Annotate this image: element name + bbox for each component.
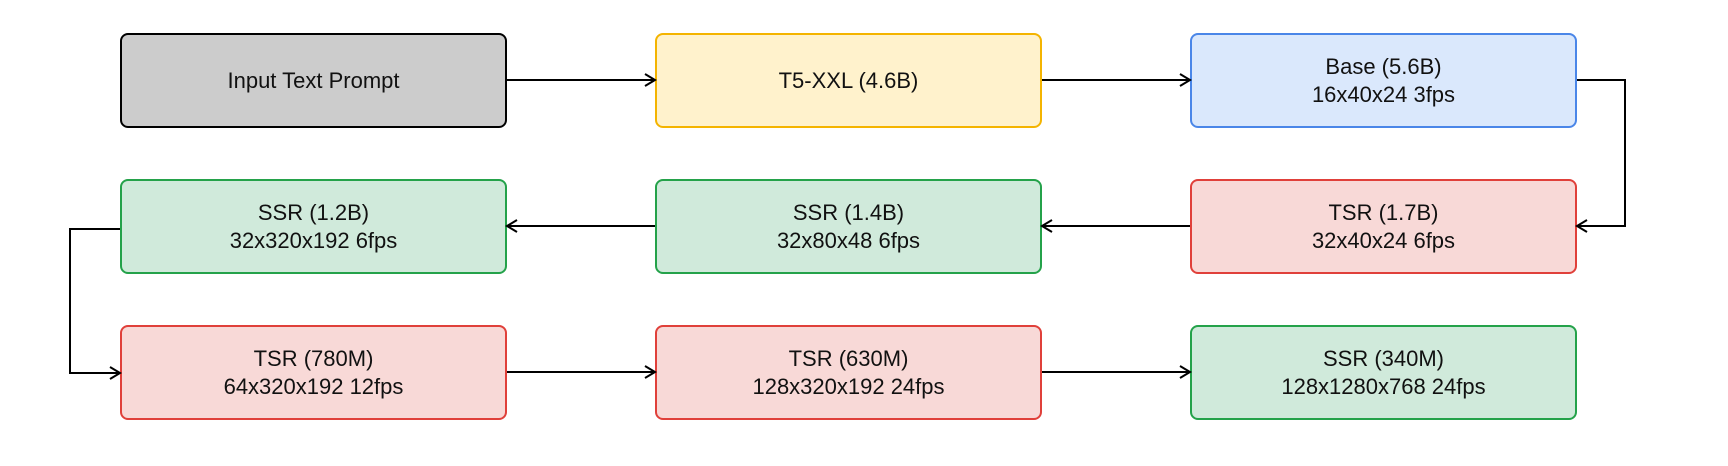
node-base-model: Base (5.6B) 16x40x24 3fps <box>1190 33 1577 128</box>
arrow-ssr-1-4b-to-ssr-1-2b <box>505 219 655 233</box>
node-resolution: 128x1280x768 24fps <box>1281 373 1486 399</box>
node-ssr-1-4b: SSR (1.4B) 32x80x48 6fps <box>655 179 1042 274</box>
node-label: SSR (340M) <box>1322 345 1445 371</box>
node-label: TSR (630M) <box>788 345 909 371</box>
node-input-text-prompt: Input Text Prompt <box>120 33 507 128</box>
node-resolution: 32x320x192 6fps <box>229 227 398 253</box>
node-resolution: 128x320x192 24fps <box>752 373 945 399</box>
node-label: SSR (1.2B) <box>257 199 370 225</box>
node-resolution: 16x40x24 3fps <box>1311 81 1456 107</box>
node-resolution: 32x80x48 6fps <box>776 227 921 253</box>
arrow-ssr-1-2b-to-tsr-780m <box>69 228 122 380</box>
node-label: SSR (1.4B) <box>792 199 905 225</box>
node-t5-xxl: T5-XXL (4.6B) <box>655 33 1042 128</box>
arrow-tsr-780m-to-tsr-630m <box>507 365 657 379</box>
node-label: TSR (780M) <box>253 345 374 371</box>
node-label: TSR (1.7B) <box>1328 199 1439 225</box>
node-resolution: 64x320x192 12fps <box>223 373 404 399</box>
node-tsr-630m: TSR (630M) 128x320x192 24fps <box>655 325 1042 420</box>
node-resolution: 32x40x24 6fps <box>1311 227 1456 253</box>
arrow-base-to-tsr-1-7b <box>1575 79 1626 233</box>
node-label: Base (5.6B) <box>1325 53 1442 79</box>
node-label: T5-XXL (4.6B) <box>778 67 919 93</box>
arrow-input-to-t5 <box>507 73 657 87</box>
node-tsr-780m: TSR (780M) 64x320x192 12fps <box>120 325 507 420</box>
arrow-tsr-1-7b-to-ssr-1-4b <box>1040 219 1190 233</box>
node-label: Input Text Prompt <box>227 67 400 93</box>
node-ssr-1-2b: SSR (1.2B) 32x320x192 6fps <box>120 179 507 274</box>
node-tsr-1-7b: TSR (1.7B) 32x40x24 6fps <box>1190 179 1577 274</box>
arrow-t5-to-base <box>1042 73 1192 87</box>
node-ssr-340m: SSR (340M) 128x1280x768 24fps <box>1190 325 1577 420</box>
arrow-tsr-630m-to-ssr-340m <box>1042 365 1192 379</box>
